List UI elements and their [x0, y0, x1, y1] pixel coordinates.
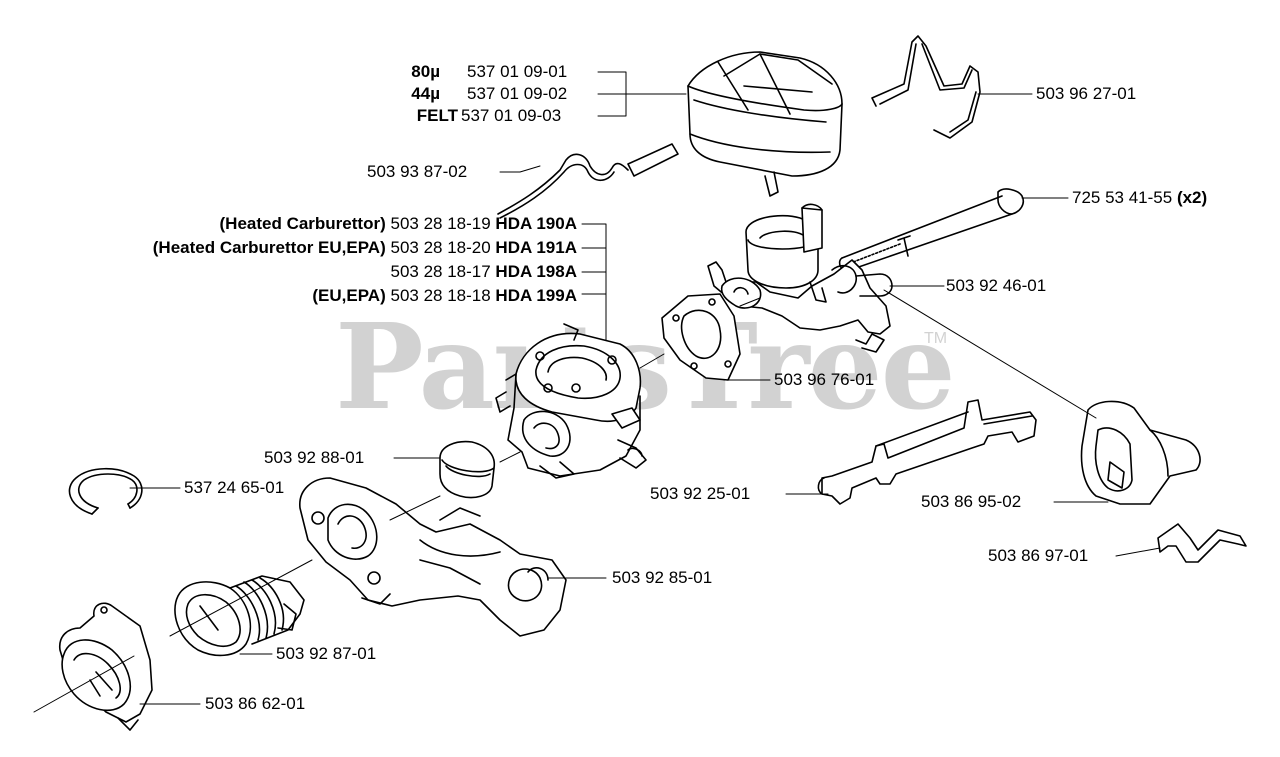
air-filter[interactable] [687, 51, 843, 197]
part-503866201[interactable]: 503 86 62-01 [205, 694, 306, 713]
part-503922501[interactable]: 503 92 25-01 [650, 484, 751, 503]
part-725534155[interactable]: 725 53 41-55 (x2) [1072, 188, 1208, 207]
intake-boot[interactable] [174, 575, 305, 657]
carb-row-198a[interactable]: 503 28 18-17 HDA 198A [390, 262, 577, 281]
part-503869701[interactable]: 503 86 97-01 [988, 546, 1089, 565]
throttle-linkage[interactable] [817, 399, 1037, 505]
wire-clip[interactable] [871, 35, 981, 139]
carb-row-199a[interactable]: (EU,EPA) 503 28 18-18 HDA 199A [312, 286, 577, 305]
part-537246501[interactable]: 537 24 65-01 [184, 478, 285, 497]
throttle-trigger[interactable] [1080, 400, 1201, 505]
watermark: PartsTree [335, 297, 956, 436]
carburettor[interactable] [495, 323, 647, 479]
filter-part-80[interactable]: 537 01 09-01 [467, 62, 568, 81]
intake-adapter[interactable] [707, 203, 893, 353]
part-503869502[interactable]: 503 86 95-02 [921, 492, 1022, 511]
part-503962701[interactable]: 503 96 27-01 [1036, 84, 1137, 103]
long-bolt[interactable] [838, 188, 1025, 272]
carb-row-191a[interactable]: (Heated Carburettor EU,EPA) 503 28 18-20… [152, 238, 577, 257]
intake-sleeve[interactable] [439, 440, 496, 499]
filter-part-44[interactable]: 537 01 09-02 [467, 84, 568, 103]
gasket[interactable] [661, 293, 741, 381]
filter-grade-felt: FELT [416, 106, 458, 125]
part-503938702[interactable]: 503 93 87-02 [367, 162, 468, 181]
spring-clip[interactable] [1157, 523, 1247, 563]
intake-flange[interactable] [58, 602, 153, 731]
filter-part-felt[interactable]: 537 01 09-03 [461, 106, 562, 125]
part-503967601[interactable]: 503 96 76-01 [774, 370, 875, 389]
filter-grade-80: 80µ [411, 62, 440, 81]
pin-wire[interactable] [497, 143, 679, 219]
filter-grade-44: 44µ [411, 84, 440, 103]
intake-manifold[interactable] [299, 477, 567, 637]
part-503924601[interactable]: 503 92 46-01 [946, 276, 1047, 295]
part-503928801[interactable]: 503 92 88-01 [264, 448, 365, 467]
circlip[interactable] [68, 467, 143, 515]
leader-lines [33, 71, 1161, 713]
part-503928701[interactable]: 503 92 87-01 [276, 644, 377, 663]
part-503928501[interactable]: 503 92 85-01 [612, 568, 713, 587]
watermark-trademark: TM [924, 330, 948, 347]
carb-row-190a[interactable]: (Heated Carburettor) 503 28 18-19 HDA 19… [219, 214, 578, 233]
